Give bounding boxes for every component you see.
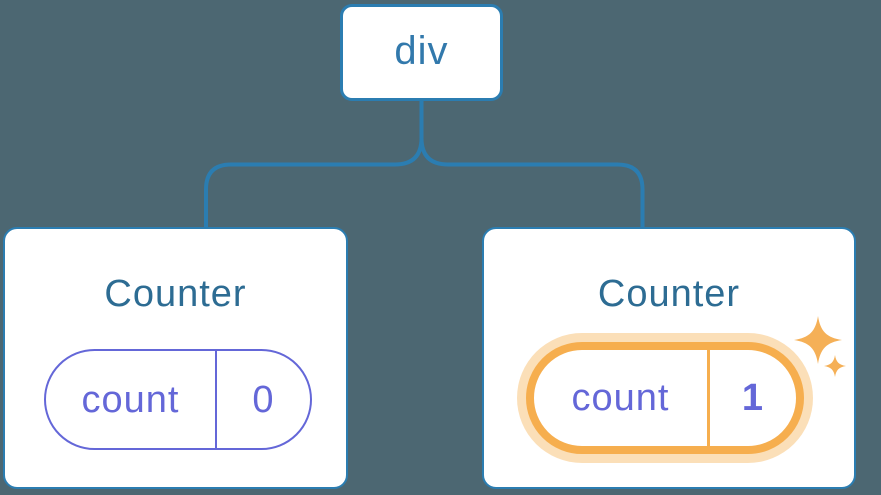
counter-card-default: Counter count 0 (3, 227, 348, 489)
state-name-label: count (571, 377, 670, 419)
component-title: Counter (597, 273, 741, 315)
state-pill-highlighted: count 1 (526, 342, 804, 454)
sparkle-icon (794, 316, 846, 377)
pill-divider (215, 351, 217, 448)
counter-card-highlighted: Counter count 1 (482, 227, 856, 489)
state-name-label: count (81, 378, 180, 421)
root-node: div (340, 4, 503, 101)
state-pill: count 0 (44, 349, 312, 450)
component-title: Counter (104, 273, 247, 315)
root-node-label: div (394, 28, 449, 73)
state-value: 0 (252, 378, 275, 421)
state-value: 1 (741, 377, 765, 419)
pill-divider (707, 350, 710, 446)
